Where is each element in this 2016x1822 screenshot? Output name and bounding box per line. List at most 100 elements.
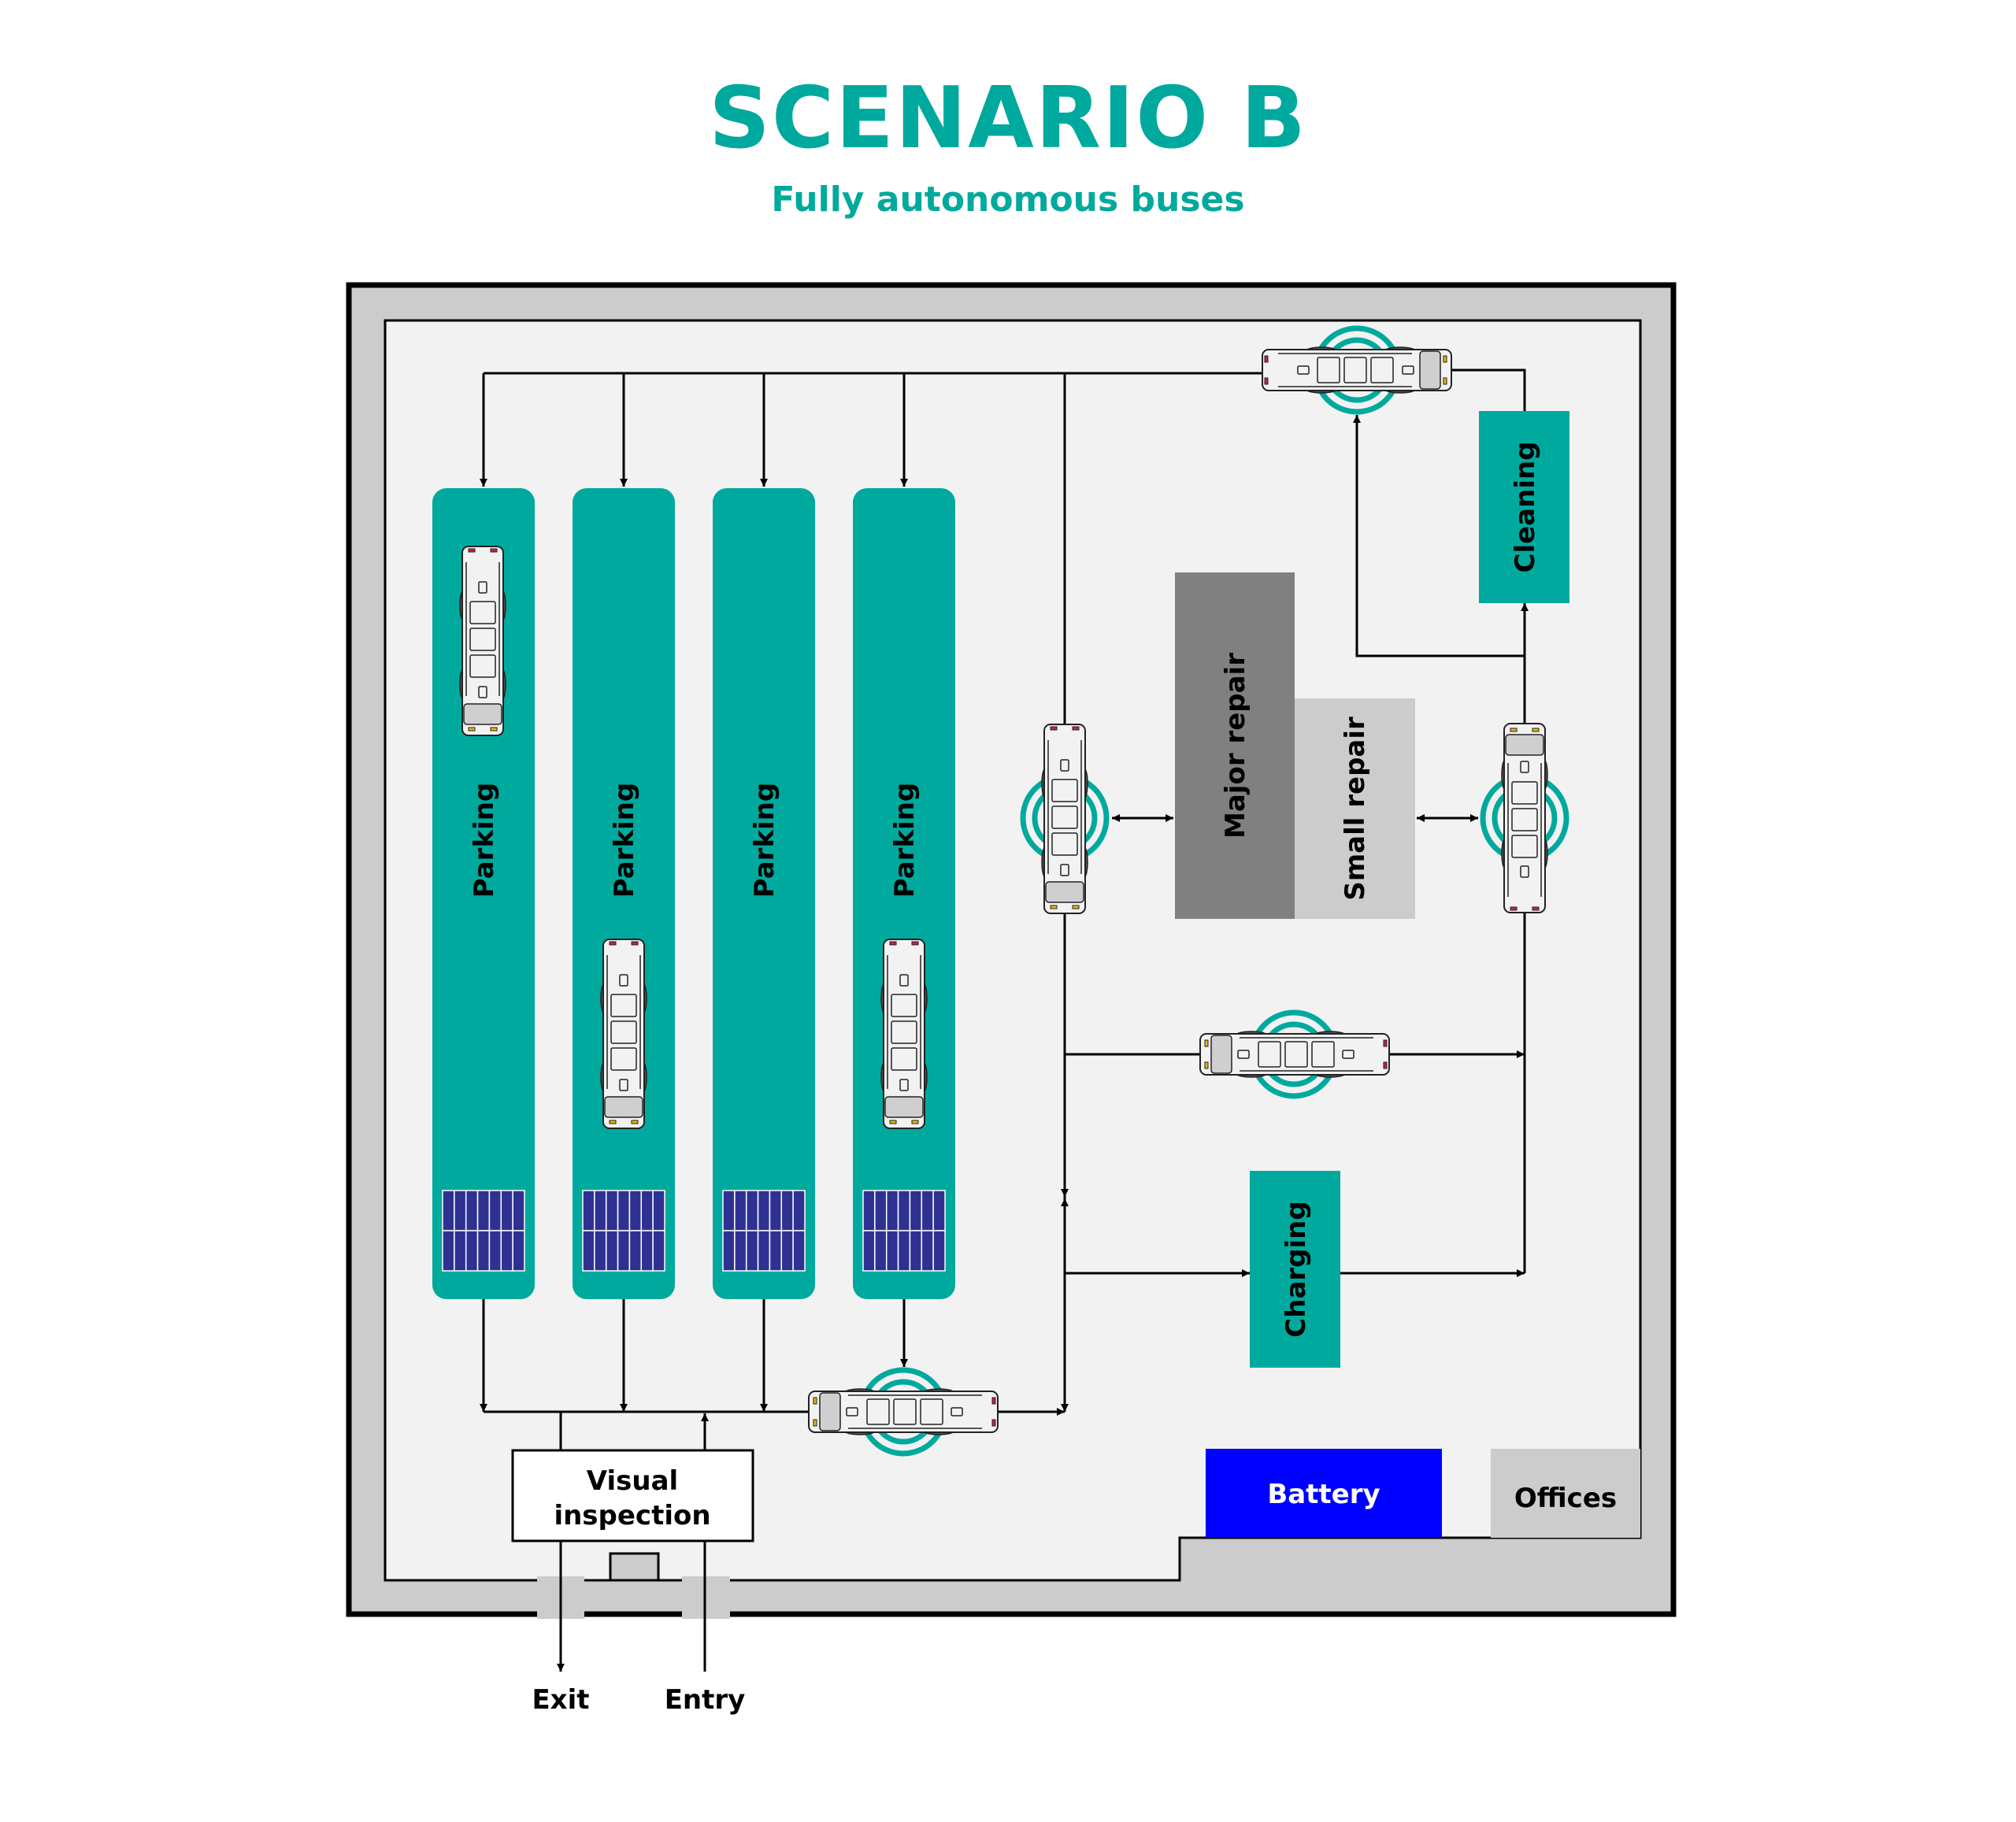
solar-panels — [442, 1190, 946, 1272]
entry-label: Entry — [665, 1684, 746, 1716]
solar-cell — [617, 1230, 631, 1272]
solar-cell — [582, 1190, 595, 1231]
small-repair-zone: Small repair — [1295, 698, 1415, 919]
parking-lanes: Parking Parking Parking Parking — [432, 488, 955, 1299]
exit-label: Exit — [532, 1684, 589, 1716]
solar-cell — [594, 1230, 607, 1272]
solar-cell — [640, 1230, 654, 1272]
solar-cell — [512, 1230, 525, 1272]
solar-cell — [442, 1190, 455, 1231]
parking-label: Parking — [609, 783, 640, 898]
offices-label: Offices — [1514, 1483, 1617, 1514]
solar-cell — [628, 1230, 643, 1272]
solar-cell — [921, 1230, 934, 1272]
solar-cell — [465, 1230, 479, 1272]
solar-cell — [722, 1230, 736, 1272]
visual-inspection-zone: Visual inspection — [511, 1449, 754, 1542]
parking-label: Parking — [469, 783, 500, 898]
solar-cell — [909, 1230, 923, 1272]
bus-icon — [1501, 723, 1548, 913]
charging-zone: Charging — [1250, 1171, 1340, 1368]
cleaning-zone: Cleaning — [1479, 411, 1569, 603]
solar-cell — [769, 1190, 783, 1231]
bus-icon — [1262, 346, 1452, 394]
solar-cell — [605, 1230, 619, 1272]
solar-cell — [862, 1190, 876, 1231]
offices-zone: Offices — [1491, 1449, 1640, 1538]
solar-cell — [780, 1190, 794, 1231]
solar-cell — [488, 1190, 502, 1231]
solar-cell — [628, 1190, 643, 1231]
solar-cell — [605, 1190, 619, 1231]
solar-cell — [500, 1230, 513, 1272]
small-repair-label: Small repair — [1340, 717, 1371, 901]
solar-cell — [465, 1190, 479, 1231]
solar-cell — [582, 1230, 595, 1272]
major-repair-label: Major repair — [1220, 653, 1251, 839]
solar-cell — [652, 1230, 665, 1272]
solar-cell — [476, 1230, 491, 1272]
bus-icon — [459, 546, 506, 736]
parking-label: Parking — [889, 783, 921, 898]
solar-cell — [722, 1190, 736, 1231]
solar-cell — [932, 1190, 946, 1231]
visual-inspection-label-line1: Visual — [587, 1465, 678, 1497]
solar-cell — [442, 1230, 455, 1272]
bus-icon — [808, 1388, 999, 1435]
solar-cell — [769, 1230, 783, 1272]
solar-cell — [652, 1190, 665, 1231]
solar-cell — [932, 1230, 946, 1272]
solar-panel-icon — [722, 1190, 806, 1272]
solar-cell — [745, 1230, 759, 1272]
solar-cell — [780, 1230, 794, 1272]
visual-inspection-label-line2: inspection — [554, 1500, 710, 1531]
solar-cell — [897, 1190, 911, 1231]
bus-icon — [880, 939, 928, 1129]
parking-lane-1: Parking — [432, 488, 535, 1299]
solar-cell — [757, 1190, 771, 1231]
solar-cell — [454, 1190, 467, 1231]
parking-label: Parking — [749, 783, 780, 898]
solar-cell — [874, 1190, 888, 1231]
solar-cell — [476, 1190, 491, 1231]
bus-icon — [600, 939, 647, 1129]
cleaning-label: Cleaning — [1510, 441, 1541, 572]
page-title: SCENARIO B — [709, 69, 1307, 168]
solar-cell — [792, 1230, 806, 1272]
major-repair-zone: Major repair — [1175, 572, 1295, 919]
solar-cell — [734, 1230, 747, 1272]
bus-icon — [1199, 1031, 1390, 1078]
solar-cell — [512, 1190, 525, 1231]
solar-cell — [734, 1190, 747, 1231]
solar-cell — [862, 1230, 876, 1272]
solar-cell — [640, 1190, 654, 1231]
parking-lane-3: Parking — [713, 488, 815, 1299]
solar-panel-icon — [582, 1190, 665, 1272]
solar-cell — [757, 1230, 771, 1272]
flow-lines — [480, 368, 1529, 1672]
solar-cell — [792, 1190, 806, 1231]
solar-cell — [909, 1190, 923, 1231]
solar-cell — [454, 1230, 467, 1272]
solar-cell — [745, 1190, 759, 1231]
solar-cell — [897, 1230, 911, 1272]
solar-cell — [885, 1190, 899, 1231]
solar-cell — [885, 1230, 899, 1272]
solar-cell — [594, 1190, 607, 1231]
page-subtitle: Fully autonomous buses — [771, 180, 1245, 220]
parking-lane-4: Parking — [853, 488, 955, 1299]
solar-panel-icon — [442, 1190, 525, 1272]
battery-zone: Battery — [1206, 1449, 1442, 1538]
battery-label: Battery — [1267, 1479, 1380, 1510]
parking-lane-2: Parking — [573, 488, 675, 1299]
bus-icon — [1041, 724, 1088, 914]
solar-cell — [921, 1190, 934, 1231]
building — [346, 282, 1677, 1619]
solar-cell — [874, 1230, 888, 1272]
solar-panel-icon — [862, 1190, 946, 1272]
charging-label: Charging — [1280, 1201, 1312, 1337]
gatehouse — [609, 1552, 660, 1582]
solar-cell — [500, 1190, 513, 1231]
solar-cell — [488, 1230, 502, 1272]
